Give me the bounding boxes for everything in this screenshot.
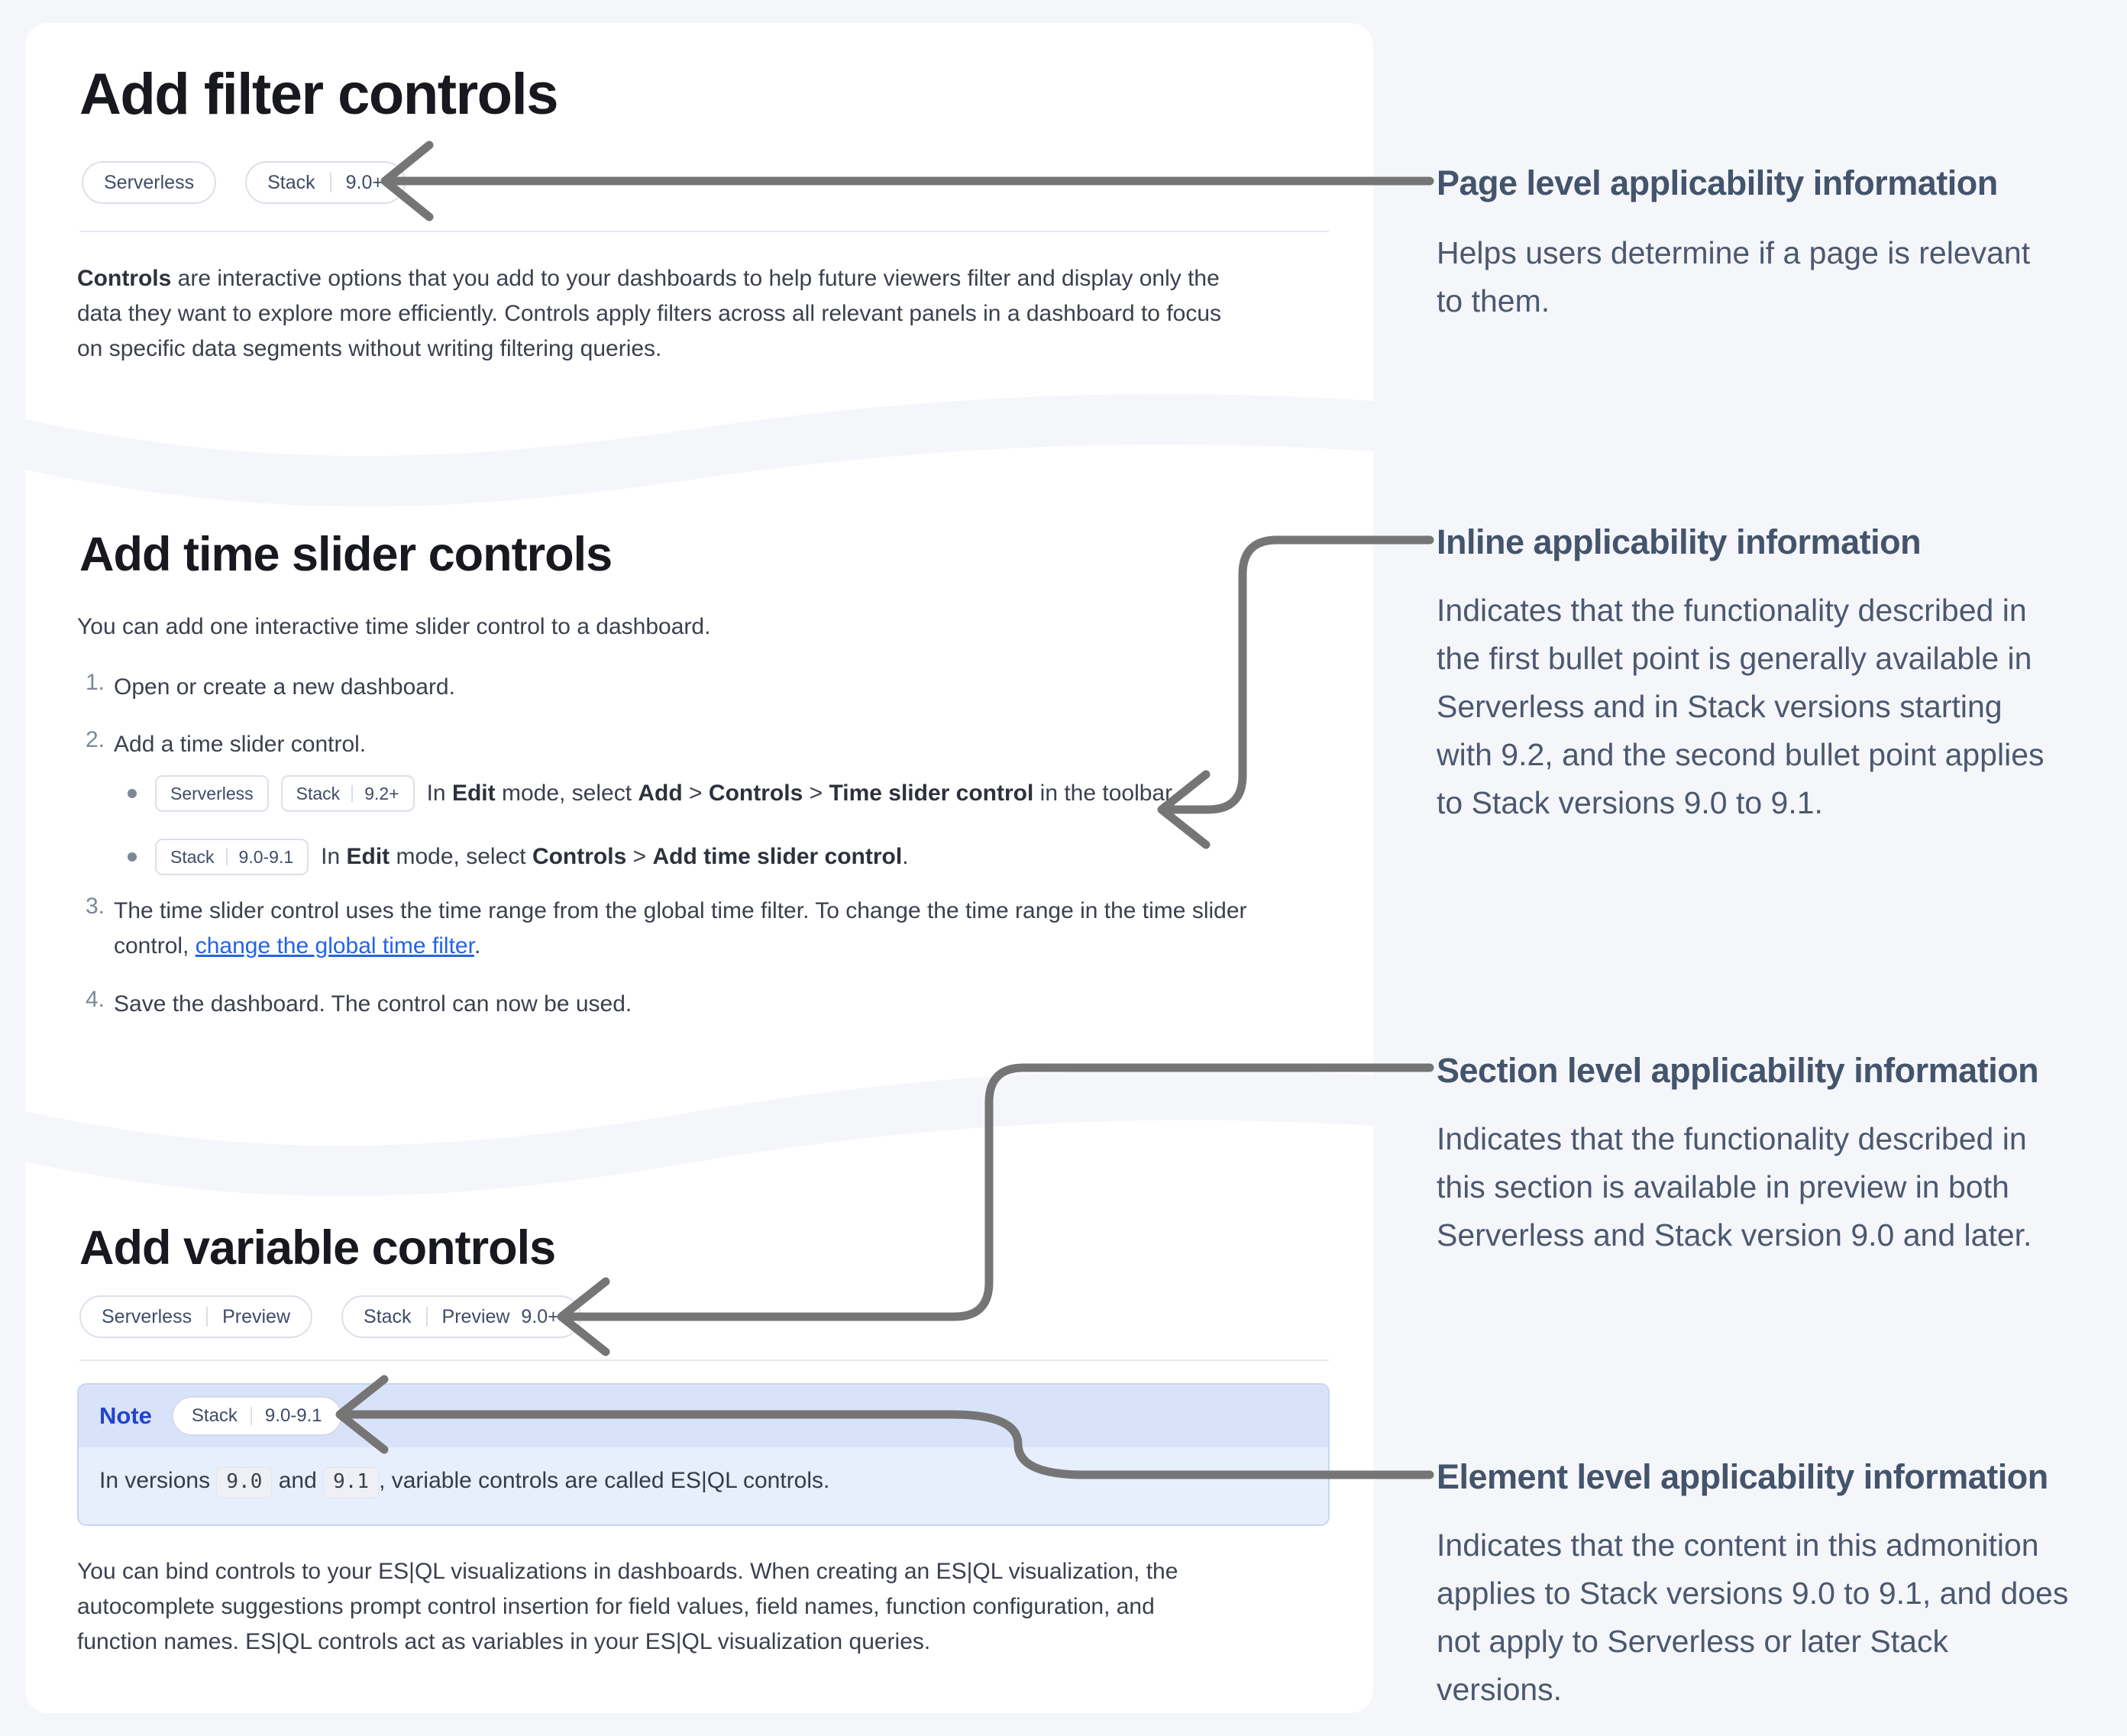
annotation-heading-section-level: Section level applicability information xyxy=(1437,1051,2039,1090)
badge-lifecycle: Preview xyxy=(222,1305,291,1327)
badge-text: Stack xyxy=(170,846,215,867)
bullet-text: In Edit mode, select Add > Controls > Ti… xyxy=(426,781,1178,806)
badge-divider xyxy=(206,1307,208,1327)
note-label: Note xyxy=(99,1402,152,1429)
section-title-time-slider: Add time slider controls xyxy=(79,528,613,581)
bullet-item-stack-90-91: Stack 9.0-9.1 In Edit mode, select Contr… xyxy=(128,839,909,875)
esql-paragraph: You can bind controls to your ES|QL visu… xyxy=(77,1559,1178,1654)
badge-divider xyxy=(329,173,331,192)
bullet-item-serverless-stack-92: Serverless Stack 9.2+ In Edit mode, sele… xyxy=(128,775,1178,812)
badge-divider xyxy=(250,1407,252,1425)
annotation-heading-page-level: Page level applicability information xyxy=(1437,163,1998,202)
list-number: 3. xyxy=(86,894,105,919)
badge-text: Stack xyxy=(267,171,315,193)
list-number: 1. xyxy=(86,670,105,695)
badge-divider xyxy=(225,849,228,865)
intro-paragraph: Controls are interactive options that yo… xyxy=(77,261,1345,367)
note-header: Note Stack 9.0-9.1 xyxy=(79,1385,1328,1447)
badge-stack-9-0-9-1-inline[interactable]: Stack 9.0-9.1 xyxy=(155,839,309,875)
badge-serverless-preview[interactable]: Serverless Preview xyxy=(79,1295,313,1338)
annotation-heading-inline: Inline applicability information xyxy=(1437,522,1922,561)
badge-stack-9-2-plus-inline[interactable]: Stack 9.2+ xyxy=(280,775,415,812)
badge-text: Serverless xyxy=(170,783,254,803)
badge-serverless-inline[interactable]: Serverless xyxy=(155,775,269,812)
badge-divider xyxy=(425,1307,428,1327)
annotation-heading-element-level: Element level applicability information xyxy=(1437,1457,2048,1496)
badge-version: 9.0+ xyxy=(345,171,383,193)
section-title-variable-controls: Add variable controls xyxy=(79,1221,556,1275)
section-intro: You can add one interactive time slider … xyxy=(77,614,711,639)
list-item: Open or create a new dashboard. xyxy=(114,674,455,700)
badge-stack-preview-9-0-plus[interactable]: Stack Preview 9.0+ xyxy=(341,1295,581,1338)
badge-text: Stack xyxy=(364,1305,412,1327)
annotation-body-inline: Indicates that the functionality describ… xyxy=(1437,593,2045,820)
code-chip: 9.1 xyxy=(323,1467,380,1498)
doc-column: Add filter controls Serverless Stack 9.0… xyxy=(25,23,1373,1713)
global-time-filter-link[interactable]: change the global time filter xyxy=(195,933,474,959)
divider xyxy=(79,231,1329,232)
code-chip: 9.0 xyxy=(216,1467,273,1498)
badge-text: Serverless xyxy=(104,171,195,193)
badge-version: 9.0-9.1 xyxy=(238,846,294,867)
note-body: In versions 9.0 and 9.1, variable contro… xyxy=(79,1447,1328,1524)
bullet-icon xyxy=(128,852,137,862)
list-number: 4. xyxy=(86,987,105,1012)
badge-serverless[interactable]: Serverless xyxy=(82,161,217,204)
annotation-body-page-level: Helps users determine if a page is relev… xyxy=(1437,235,2031,318)
annotation-body-element-level: Indicates that the content in this admon… xyxy=(1437,1527,2069,1707)
annotation-body-section-level: Indicates that the functionality describ… xyxy=(1437,1121,2032,1253)
list-item: Save the dashboard. The control can now … xyxy=(114,991,632,1017)
bullet-icon xyxy=(128,789,137,798)
list-item: The time slider control uses the time ra… xyxy=(114,898,1247,959)
badge-stack-9-0-plus[interactable]: Stack 9.0+ xyxy=(245,161,406,204)
badge-lifecycle-version: Preview 9.0+ xyxy=(441,1305,559,1327)
list-number: 2. xyxy=(86,727,105,752)
badge-text: Serverless xyxy=(102,1305,192,1327)
badge-version: 9.2+ xyxy=(364,783,399,803)
bullet-text: In Edit mode, select Controls > Add time… xyxy=(321,844,909,869)
badge-text: Stack xyxy=(191,1405,238,1426)
wave-divider-2 xyxy=(25,1069,1373,1197)
list-item: Add a time slider control. xyxy=(114,732,367,757)
page-level-badges: Serverless Stack 9.0+ xyxy=(82,161,406,204)
paragraph-text: are interactive options that you add to … xyxy=(77,266,1222,361)
badge-divider xyxy=(351,785,354,802)
wave-divider-1 xyxy=(25,394,1373,507)
note-admonition: Note Stack 9.0-9.1 In versions 9.0 and 9… xyxy=(77,1383,1330,1526)
page-title: Add filter controls xyxy=(79,62,558,127)
bold-term: Controls xyxy=(77,266,172,291)
badge-note-stack-9-0-9-1[interactable]: Stack 9.0-9.1 xyxy=(171,1396,342,1436)
badge-version: 9.0-9.1 xyxy=(264,1405,322,1426)
section-level-badges: Serverless Preview Stack Preview 9.0+ xyxy=(79,1295,581,1338)
divider xyxy=(79,1359,1329,1361)
badge-text: Stack xyxy=(296,783,341,803)
